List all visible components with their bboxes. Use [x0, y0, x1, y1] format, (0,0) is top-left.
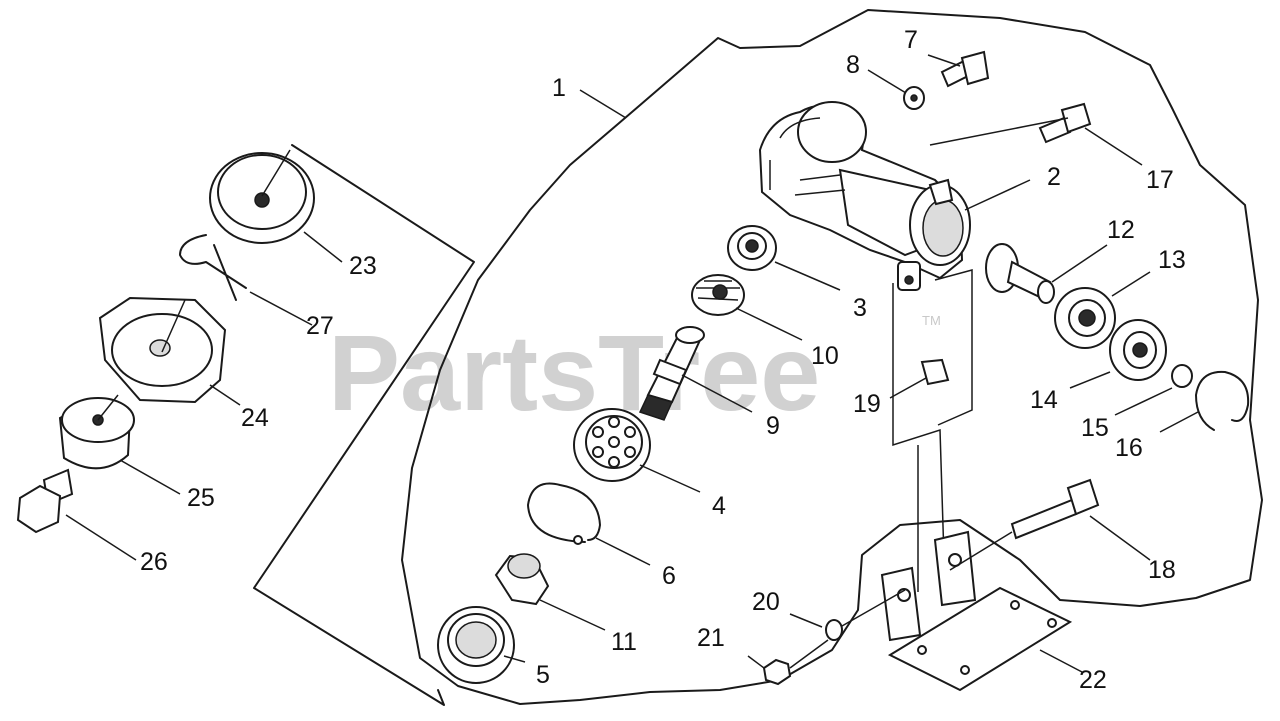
watermark-tm: TM: [922, 313, 941, 328]
washer-8: [903, 86, 925, 110]
screw-17: [1038, 102, 1092, 144]
retaining-ring-6: [527, 482, 601, 545]
cup-23: [209, 152, 315, 244]
bolt-7: [940, 50, 990, 88]
mount-bracket-22: [880, 530, 1073, 692]
callout-16: 16: [1115, 434, 1143, 462]
bolt-18: [1010, 478, 1100, 540]
pinion-shaft-9: [638, 326, 705, 421]
clip-pin-27: [179, 234, 247, 301]
callout-7: 7: [904, 26, 918, 54]
callout-23: 23: [349, 252, 377, 280]
callout-17: 17: [1146, 166, 1174, 194]
callout-15: 15: [1081, 414, 1109, 442]
mount-guide-lines: [892, 269, 973, 592]
collar-25: [58, 397, 135, 470]
callout-5: 5: [536, 661, 550, 689]
washer-20: [825, 619, 843, 641]
callout-26: 26: [140, 548, 168, 576]
watermark-text: PartsTree: [328, 312, 820, 433]
callout-11: 11: [611, 628, 637, 656]
nut-21: [762, 658, 792, 686]
callout-8: 8: [846, 51, 860, 79]
callout-24: 24: [241, 404, 269, 432]
callout-6: 6: [662, 562, 676, 590]
callout-12: 12: [1107, 216, 1135, 244]
washer-15: [1171, 364, 1193, 388]
gear-10: [691, 274, 745, 316]
callout-20: 20: [752, 588, 780, 616]
callout-21: 21: [697, 624, 725, 652]
callout-3: 3: [853, 294, 867, 322]
bearing-14: [1109, 319, 1167, 381]
seal-5: [437, 606, 515, 684]
callout-27: 27: [306, 312, 334, 340]
ball-bearing-4: [573, 408, 651, 482]
gearcase-head: [758, 101, 971, 291]
bushing-11: [494, 553, 550, 606]
subassembly-bracket: [253, 144, 475, 706]
bearing-13: [1054, 287, 1116, 349]
callout-4: 4: [712, 492, 726, 520]
gear-shaft-12: [985, 243, 1055, 304]
assembly-outline: [401, 9, 1263, 705]
callout-18: 18: [1148, 556, 1176, 584]
callout-labels: 1 2 3 4 5 6 7 8 9 10 11 12 13 14 15 16 1…: [140, 26, 1186, 694]
clip-19: [920, 358, 950, 386]
callout-19: 19: [853, 390, 881, 418]
callout-14: 14: [1030, 386, 1058, 414]
leader-lines: [65, 54, 1199, 673]
callout-9: 9: [766, 412, 780, 440]
bolt-26: [16, 468, 74, 534]
bearing-3: [727, 225, 777, 271]
snap-ring-16: [1195, 370, 1250, 431]
callout-25: 25: [187, 484, 215, 512]
callout-1: 1: [552, 74, 566, 102]
callout-22: 22: [1079, 666, 1107, 694]
callout-10: 10: [811, 342, 839, 370]
callout-13: 13: [1158, 246, 1186, 274]
callout-2: 2: [1047, 163, 1061, 191]
